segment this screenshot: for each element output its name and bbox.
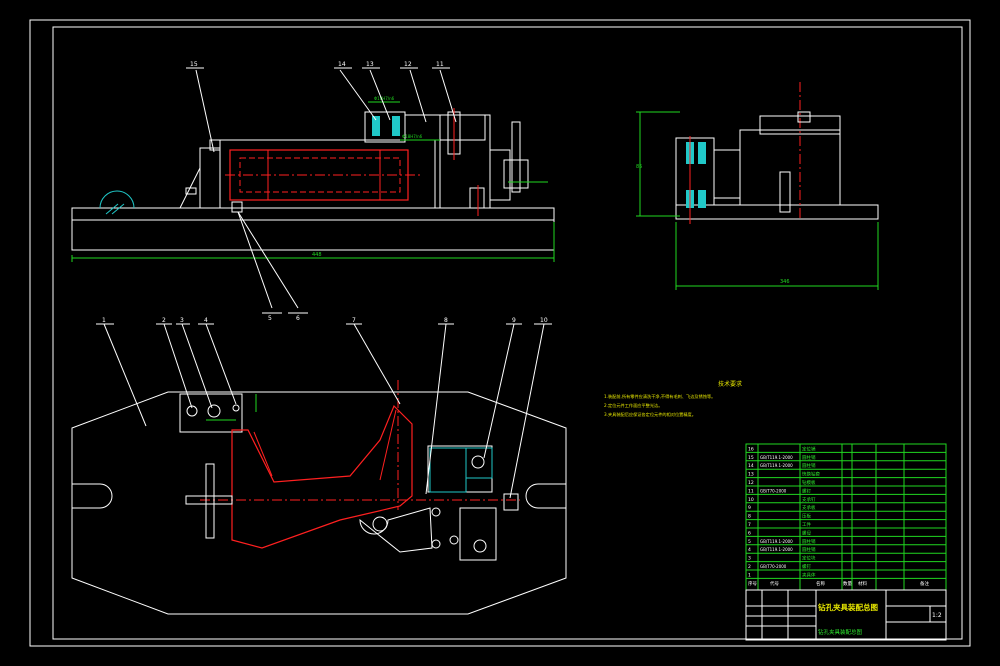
bom-row-no: 9 [748, 505, 751, 511]
bom-row-name: 圆柱销 [802, 462, 816, 469]
bom-row-name: 快换钻套 [802, 471, 820, 478]
bom-row-name: 螺钉 [802, 487, 811, 494]
bom-header-cell: 数量 [843, 580, 852, 587]
drawing-title: 钻孔夹具装配总图 [818, 602, 878, 612]
bom-header-cell: 材料 [858, 580, 867, 587]
balloon-4: 4 [204, 317, 208, 324]
dim-overall-length: 448 [312, 252, 322, 258]
bom-row-name: 螺钉 [802, 563, 811, 570]
balloon-13: 13 [366, 61, 374, 68]
balloon-7: 7 [352, 317, 356, 324]
bom-row-no: 4 [748, 547, 751, 553]
balloon-9: 9 [512, 317, 516, 324]
front-view: 448 Φ18H7/n6 Φ18H7/n6 [71, 69, 555, 309]
bom-row-name: 圆柱销 [802, 546, 816, 553]
title-block: 钻孔夹具装配总图 钻孔夹具装配总图 1:2 [745, 589, 947, 641]
bom-row-name: 压板 [802, 513, 811, 520]
bom-row-no: 12 [748, 480, 754, 486]
plan-view [71, 323, 567, 615]
bom-row-name: 支承板 [802, 504, 816, 511]
bom-row-no: 13 [748, 472, 754, 478]
drawing-subtitle: 钻孔夹具装配总图 [818, 628, 863, 636]
bom-row-code: GB/T119.1-2000 [760, 455, 793, 460]
tech-requirements: 技术要求 1.装配前,所有零件应清洗干净,不得有毛刺、飞边及锈蚀等。 2.定位元… [604, 380, 742, 418]
bom-header-cell: 名称 [816, 580, 825, 587]
bom-row-code: GB/T119.1-2000 [760, 539, 793, 544]
balloon-3: 3 [180, 317, 184, 324]
side-view: 85 346 [636, 82, 879, 290]
bom-row-no: 15 [748, 455, 754, 461]
plan-view-balloons: 1 2 3 4 7 8 9 10 [96, 317, 552, 325]
bom-row-name: 支承钉 [802, 496, 816, 503]
bom-row-name: 定位块 [802, 555, 816, 562]
workpiece-plan [231, 404, 413, 549]
balloon-1: 1 [102, 317, 106, 324]
balloon-15: 15 [190, 61, 198, 68]
balloon-11: 11 [436, 61, 444, 68]
dim-side-height: 85 [636, 164, 642, 170]
balloon-6: 6 [296, 315, 300, 322]
bom-row-no: 10 [748, 497, 754, 503]
bom-row-no: 2 [748, 564, 751, 570]
bom-row-name: 定位销 [802, 445, 816, 452]
tech-req-line-3: 3.夹具装配后应保证各定位元件的相对位置精度。 [604, 411, 696, 418]
tech-req-title: 技术要求 [718, 380, 742, 388]
balloon-10: 10 [540, 317, 548, 324]
bom-row-no: 6 [748, 530, 751, 536]
bom-row-no: 5 [748, 539, 751, 545]
bom-header-cell: 序号 [748, 580, 757, 587]
bom-row-name: 圆柱销 [802, 538, 816, 545]
bom-row-no: 16 [748, 446, 754, 452]
balloon-14: 14 [338, 61, 346, 68]
bom-row-code: GB/T70-2000 [760, 564, 787, 569]
balloon-5: 5 [268, 315, 272, 322]
bom-row-no: 8 [748, 514, 751, 520]
balloon-8: 8 [444, 317, 448, 324]
fit-note-top: Φ18H7/n6 [374, 96, 395, 101]
dim-side-width: 346 [780, 279, 790, 285]
outer-frame [29, 19, 971, 647]
tech-req-line-1: 1.装配前,所有零件应清洗干净,不得有毛刺、飞边及锈蚀等。 [604, 393, 715, 400]
bom-row-code: GB/T70-2000 [760, 488, 787, 493]
bom-row-no: 7 [748, 522, 751, 528]
bom-row-no: 14 [748, 463, 754, 469]
balloon-12: 12 [404, 61, 412, 68]
bom-row-name: 螺母 [802, 529, 811, 536]
front-view-balloons: 15 14 13 12 11 5 6 [186, 61, 450, 322]
bom-row-code: GB/T119.1-2000 [760, 463, 793, 468]
inner-frame [52, 26, 963, 640]
bom-header-cell: 备注 [920, 580, 929, 587]
bom-row-code: GB/T119.1-2000 [760, 547, 793, 552]
bom-row-no: 11 [748, 488, 754, 494]
bom-row-no: 1 [748, 572, 751, 578]
bom-row-name: 工件 [802, 521, 811, 528]
bom-row-no: 3 [748, 556, 751, 562]
bom-row-name: 圆柱销 [802, 454, 816, 461]
drawing-scale: 1:2 [932, 612, 942, 619]
bom-row-name: 夹具体 [802, 571, 816, 578]
fit-note-mid: Φ18H7/n6 [402, 134, 423, 139]
tech-req-line-2: 2.定位元件工作面应平整光洁。 [604, 402, 662, 409]
bom-row-name: 钻模板 [802, 479, 816, 486]
bom-header-cell: 代号 [770, 580, 779, 587]
balloon-2: 2 [162, 317, 166, 324]
